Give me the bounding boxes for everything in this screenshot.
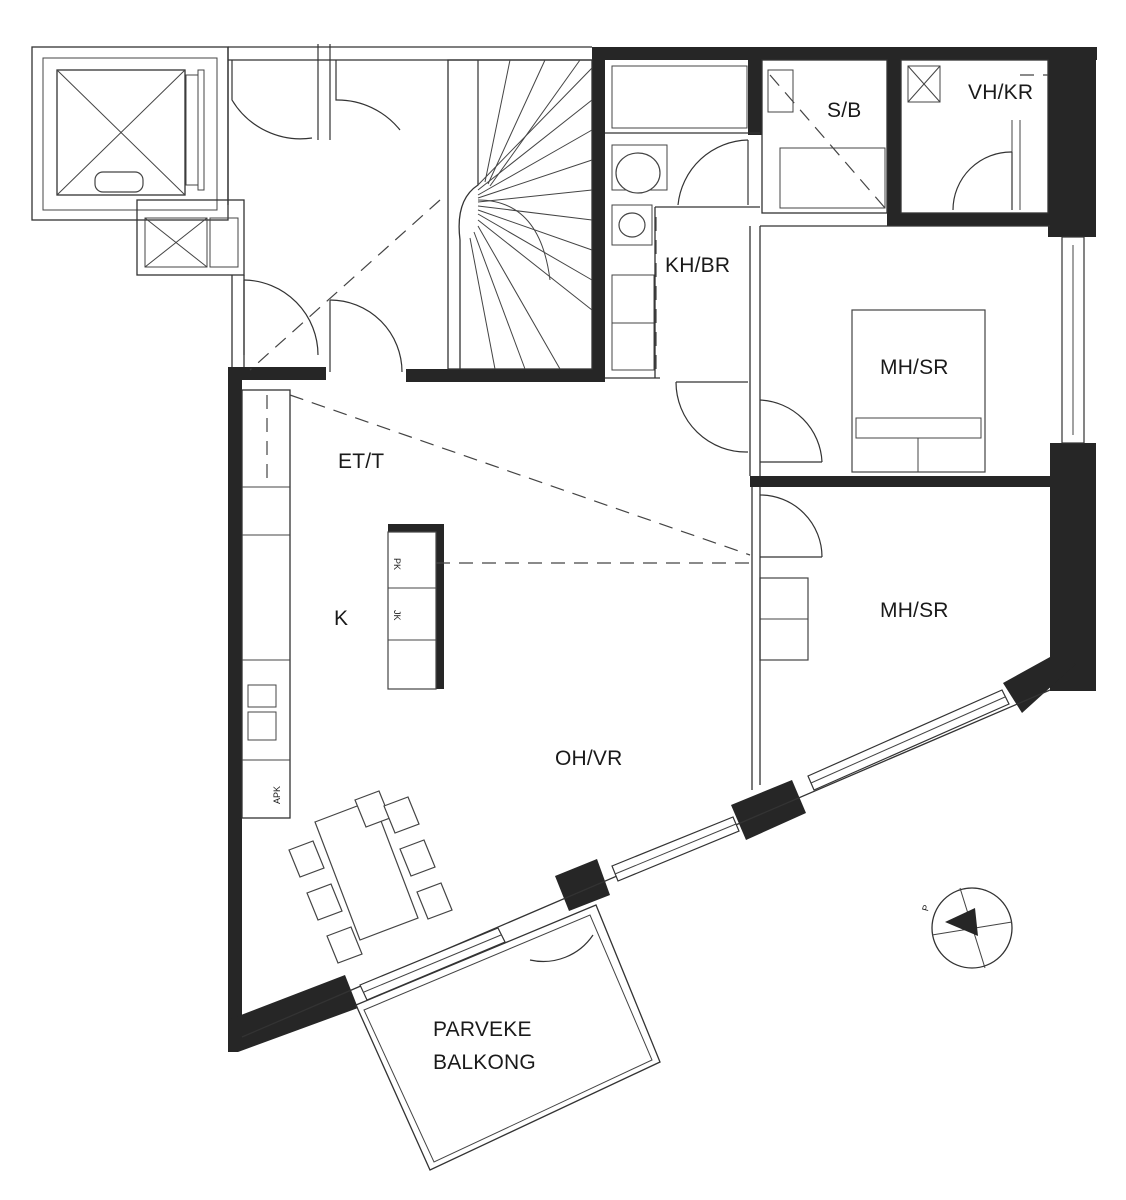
north-compass: P [920, 887, 1013, 969]
appliance-labels: PK JK APK [272, 558, 402, 804]
room-label-k: K [334, 607, 348, 630]
appliance-label-apk: APK [272, 786, 282, 804]
diagonal-windows [359, 689, 1010, 1001]
room-label-kh-br: KH/BR [665, 254, 730, 277]
dashed-lines [249, 74, 1048, 564]
balcony [355, 904, 661, 1171]
room-label-et-t: ET/T [338, 450, 384, 473]
doors [231, 44, 1013, 963]
room-label-vh-kr: VH/KR [968, 81, 1033, 104]
room-label-mh-sr-2: MH/SR [880, 599, 949, 622]
interior-outlines [31, 46, 1085, 1038]
compass-label: P [920, 904, 931, 912]
room-label-parveke: PARVEKE [433, 1018, 532, 1041]
spiral-stairs [458, 59, 593, 370]
room-label-oh-vr: OH/VR [555, 747, 623, 770]
appliance-label-jk: JK [392, 610, 402, 621]
room-label-balkong: BALKONG [433, 1051, 536, 1074]
room-label-mh-sr-1: MH/SR [880, 356, 949, 379]
room-labels: ET/T K OH/VR KH/BR S/B VH/KR MH/SR MH/SR… [334, 81, 1033, 1074]
appliance-label-pk: PK [392, 558, 402, 570]
room-label-s-b: S/B [827, 99, 861, 122]
exterior-walls [228, 47, 1097, 1052]
compass-arrow-icon [945, 908, 978, 936]
dining-set [288, 790, 453, 964]
